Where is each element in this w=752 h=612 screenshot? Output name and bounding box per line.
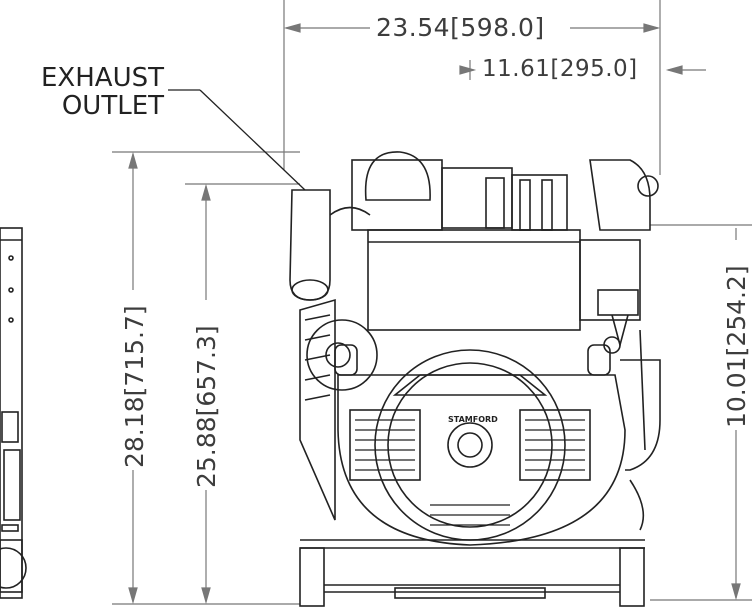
left-mount [299, 298, 378, 521]
half-width-label: 11.61[295.0] [482, 56, 638, 82]
overall-width-label: 23.54[598.0] [376, 13, 545, 42]
side-view-partial [0, 227, 27, 599]
right-piping [603, 329, 661, 531]
exhaust-elbow [289, 189, 371, 301]
engine-top [351, 151, 659, 349]
brand-label: STAMFORD [448, 415, 498, 424]
base-frame [299, 539, 645, 607]
generator-end [334, 344, 626, 546]
right-height-label: 10.01[254.2] [722, 265, 751, 428]
dimension-lines [112, 0, 752, 605]
callout-line-2: OUTLET [61, 91, 164, 121]
body-height-label: 25.88[657.3] [192, 325, 221, 488]
overall-height-label: 28.18[715.7] [120, 305, 149, 468]
exhaust-outlet-callout: EXHAUST OUTLET [14, 64, 164, 120]
callout-leader [168, 89, 306, 191]
callout-line-1: EXHAUST [41, 63, 164, 93]
